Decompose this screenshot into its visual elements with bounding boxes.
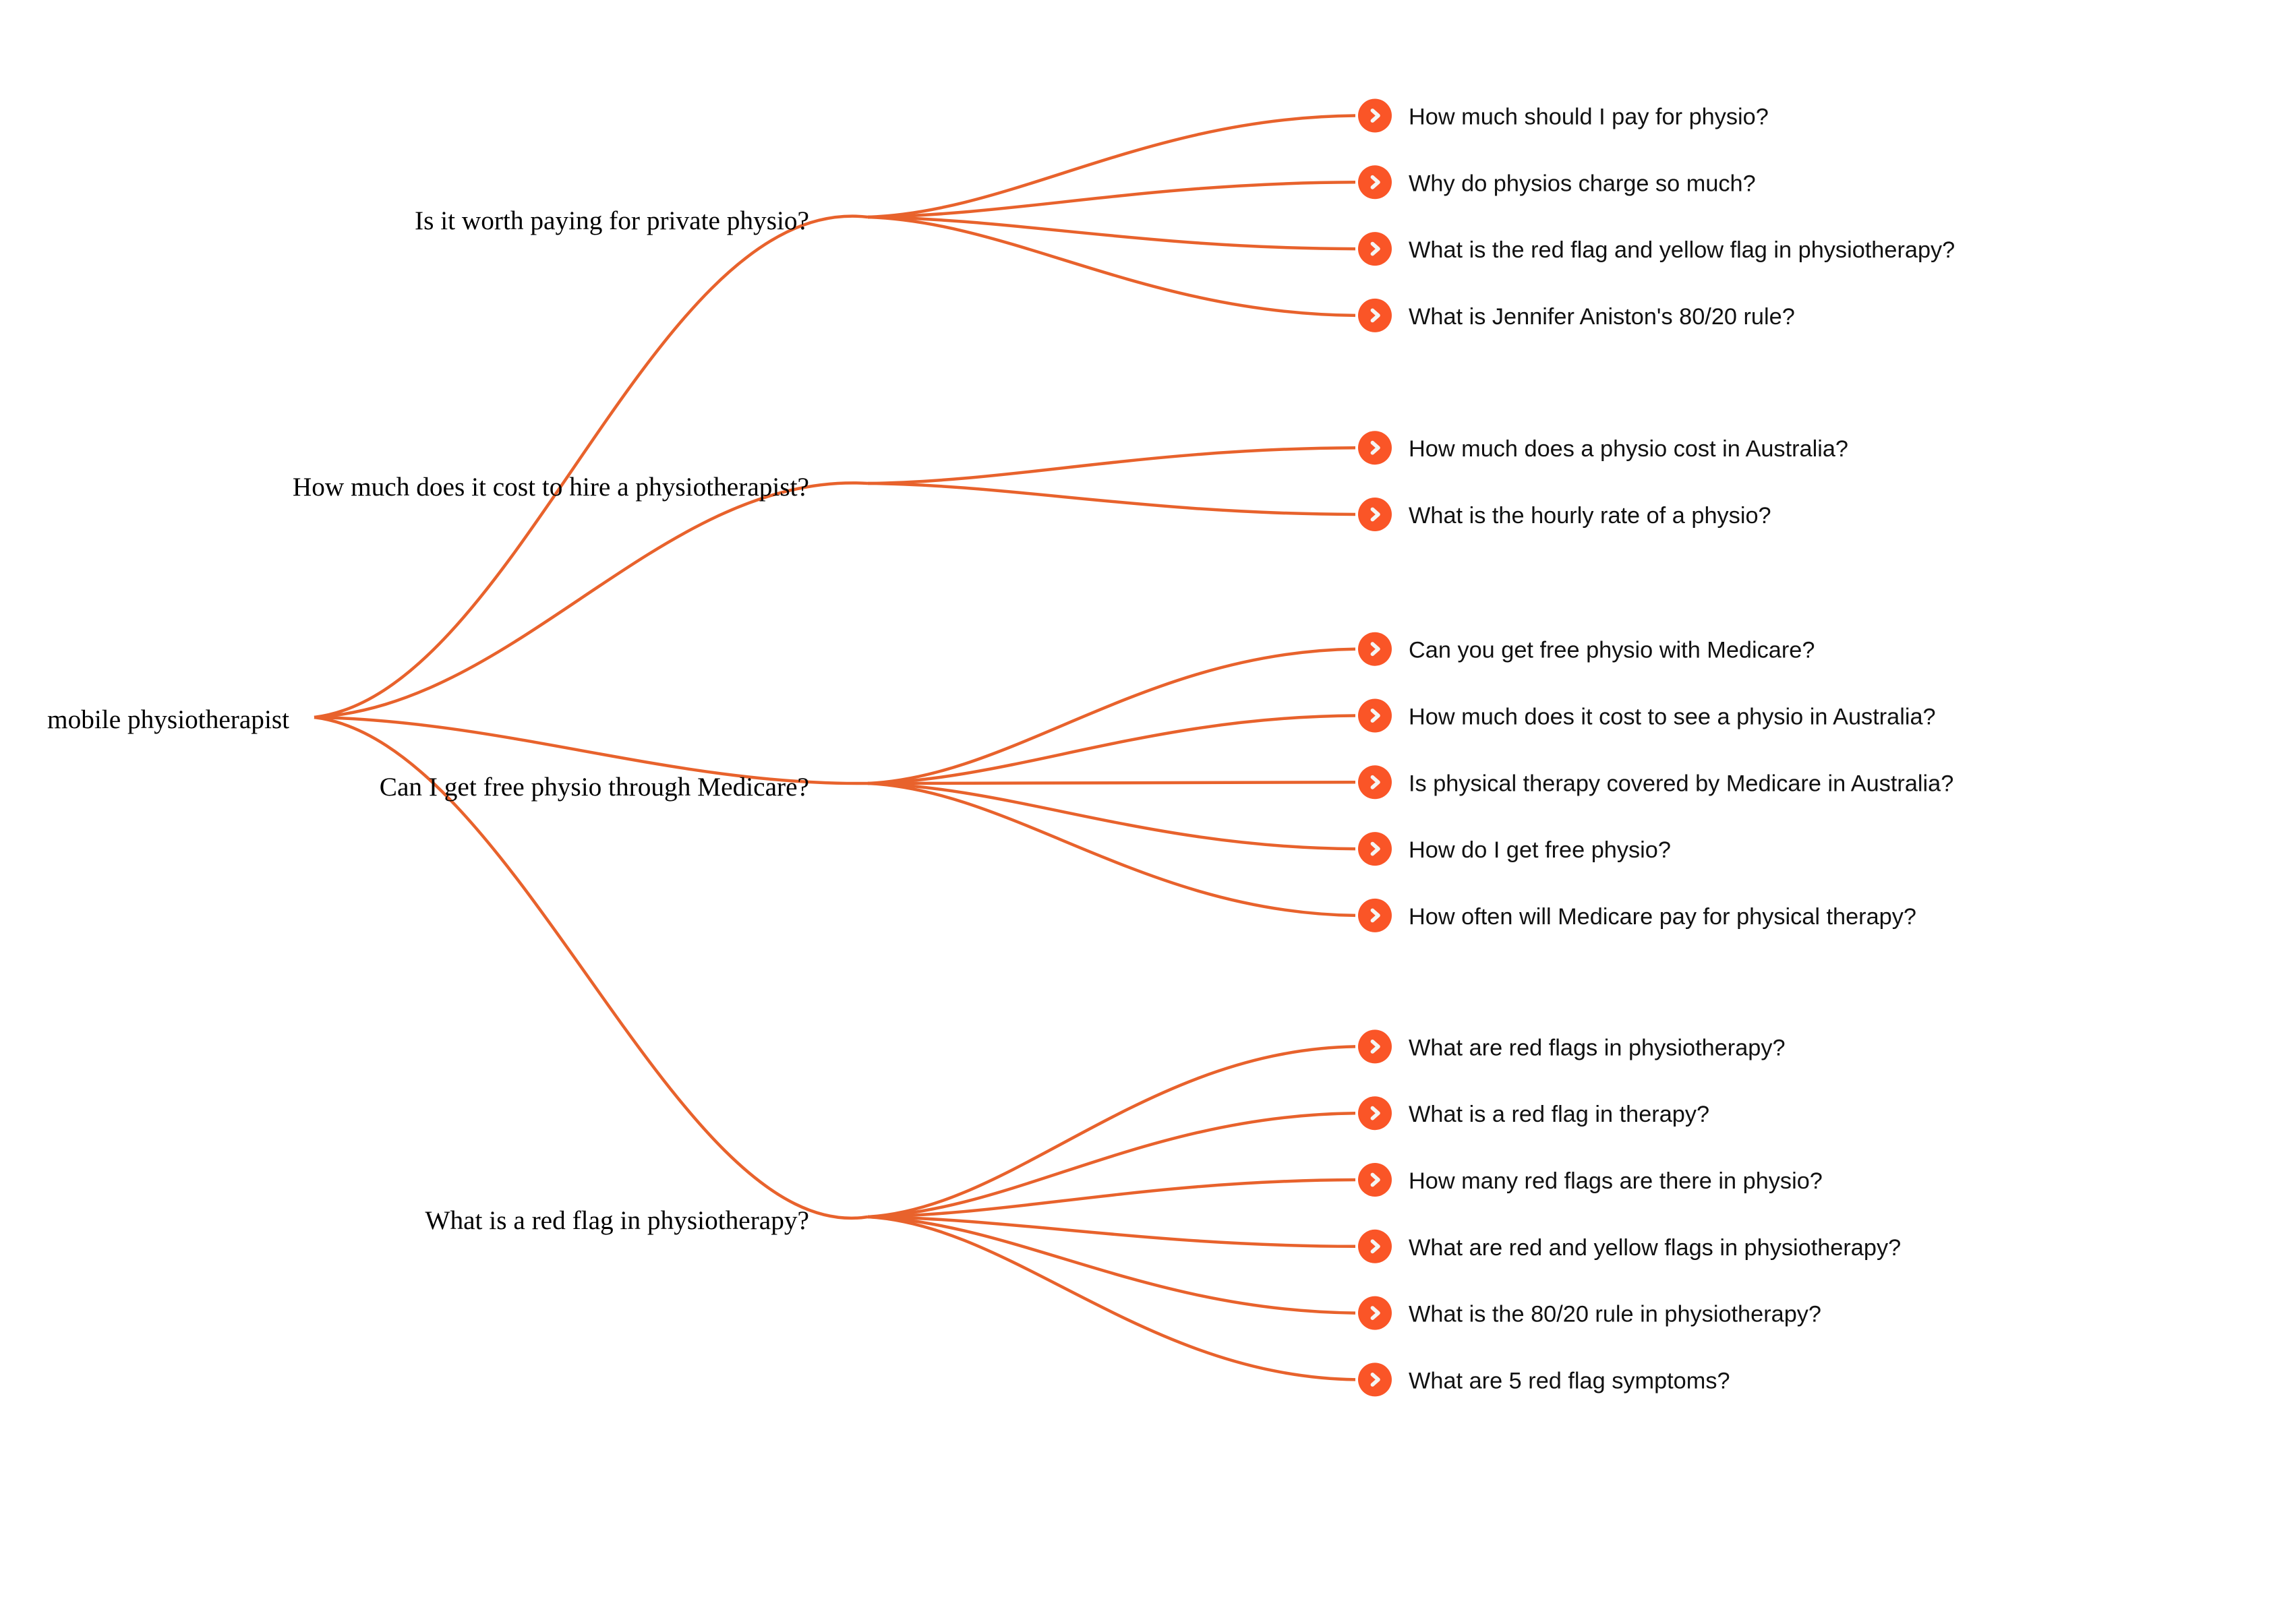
svg-text:Can I get free physio through: Can I get free physio through Medicare? <box>380 772 809 802</box>
svg-text:Is it worth paying for private: Is it worth paying for private physio? <box>415 206 809 235</box>
svg-text:How much does it cost to see a: How much does it cost to see a physio in… <box>1409 705 1936 730</box>
svg-text:Is physical therapy covered by: Is physical therapy covered by Medicare … <box>1409 771 1953 796</box>
svg-text:What is the hourly rate of a p: What is the hourly rate of a physio? <box>1409 503 1771 529</box>
svg-text:How often will Medicare pay fo: How often will Medicare pay for physical… <box>1409 904 1916 930</box>
svg-text:What are red and yellow flags: What are red and yellow flags in physiot… <box>1409 1235 1901 1261</box>
svg-text:mobile physiotherapist: mobile physiotherapist <box>47 705 289 734</box>
svg-text:What is a red flag in physioth: What is a red flag in physiotherapy? <box>425 1205 809 1235</box>
svg-text:What are 5 red flag symptoms?: What are 5 red flag symptoms? <box>1409 1368 1730 1394</box>
svg-text:Why do physios charge so much?: Why do physios charge so much? <box>1409 171 1756 196</box>
svg-text:How much does a physio cost in: How much does a physio cost in Australia… <box>1409 436 1848 462</box>
svg-text:How do I get free physio?: How do I get free physio? <box>1409 837 1671 863</box>
svg-text:How much does it cost to hire: How much does it cost to hire a physioth… <box>293 472 809 502</box>
svg-text:How much should I pay for phys: How much should I pay for physio? <box>1409 104 1769 130</box>
svg-text:What is a red flag in therapy?: What is a red flag in therapy? <box>1409 1102 1709 1127</box>
svg-text:Can you get free physio with M: Can you get free physio with Medicare? <box>1409 638 1815 663</box>
svg-text:What are red flags in physioth: What are red flags in physiotherapy? <box>1409 1035 1786 1060</box>
svg-text:What is the 80/20 rule in phys: What is the 80/20 rule in physiotherapy? <box>1409 1302 1821 1327</box>
svg-text:What is Jennifer Aniston's 80/: What is Jennifer Aniston's 80/20 rule? <box>1409 304 1795 330</box>
svg-text:What is the red flag and yello: What is the red flag and yellow flag in … <box>1409 237 1955 263</box>
svg-text:How many red flags are there i: How many red flags are there in physio? <box>1409 1168 1823 1194</box>
